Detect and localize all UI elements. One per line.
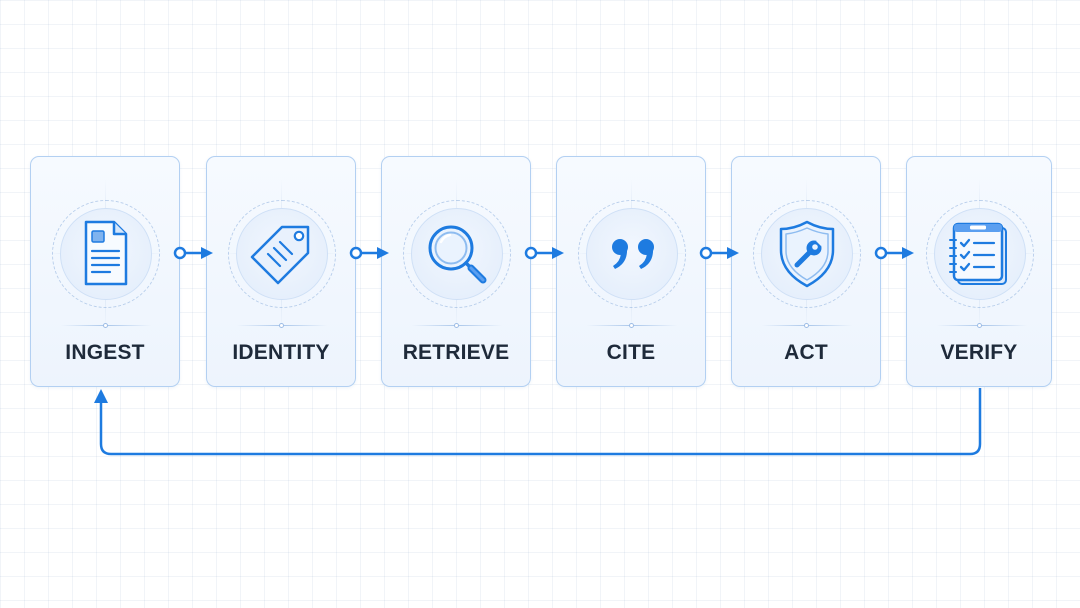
icon-ring xyxy=(753,200,861,308)
divider-dot xyxy=(279,323,284,328)
document-icon xyxy=(84,220,128,286)
step-card-act: ACT xyxy=(731,156,881,387)
divider-dot xyxy=(454,323,459,328)
step-card-identity: IDENTITY xyxy=(206,156,356,387)
step-card-verify: VERIFY xyxy=(906,156,1052,387)
step-label-retrieve: RETRIEVE xyxy=(402,341,510,364)
icon-ring xyxy=(403,200,511,308)
step-card-cite: CITE xyxy=(556,156,706,387)
step-card-ingest: INGEST xyxy=(30,156,180,387)
icon-ring xyxy=(926,200,1034,308)
feedback-loop-arrow xyxy=(94,388,982,456)
tag-icon xyxy=(250,225,310,285)
icon-ring xyxy=(52,200,160,308)
step-label-verify: VERIFY xyxy=(940,341,1018,364)
step-label-ingest: INGEST xyxy=(65,341,145,364)
card-divider xyxy=(937,325,1027,326)
icon-circle xyxy=(236,208,328,300)
step-label-identity: IDENTITY xyxy=(232,341,330,364)
icon-ring xyxy=(578,200,686,308)
icon-circle xyxy=(586,208,678,300)
step-label-cite: CITE xyxy=(606,341,656,364)
icon-ring xyxy=(228,200,336,308)
step-card-retrieve: RETRIEVE xyxy=(381,156,531,387)
divider-dot xyxy=(103,323,108,328)
step-label-act: ACT xyxy=(784,341,828,364)
checklist-icon xyxy=(949,222,1007,285)
divider-dot xyxy=(977,323,982,328)
divider-dot xyxy=(629,323,634,328)
quote-icon xyxy=(612,239,654,269)
magnifier-icon xyxy=(428,225,487,284)
shield-wrench-icon xyxy=(779,220,835,288)
divider-dot xyxy=(804,323,809,328)
